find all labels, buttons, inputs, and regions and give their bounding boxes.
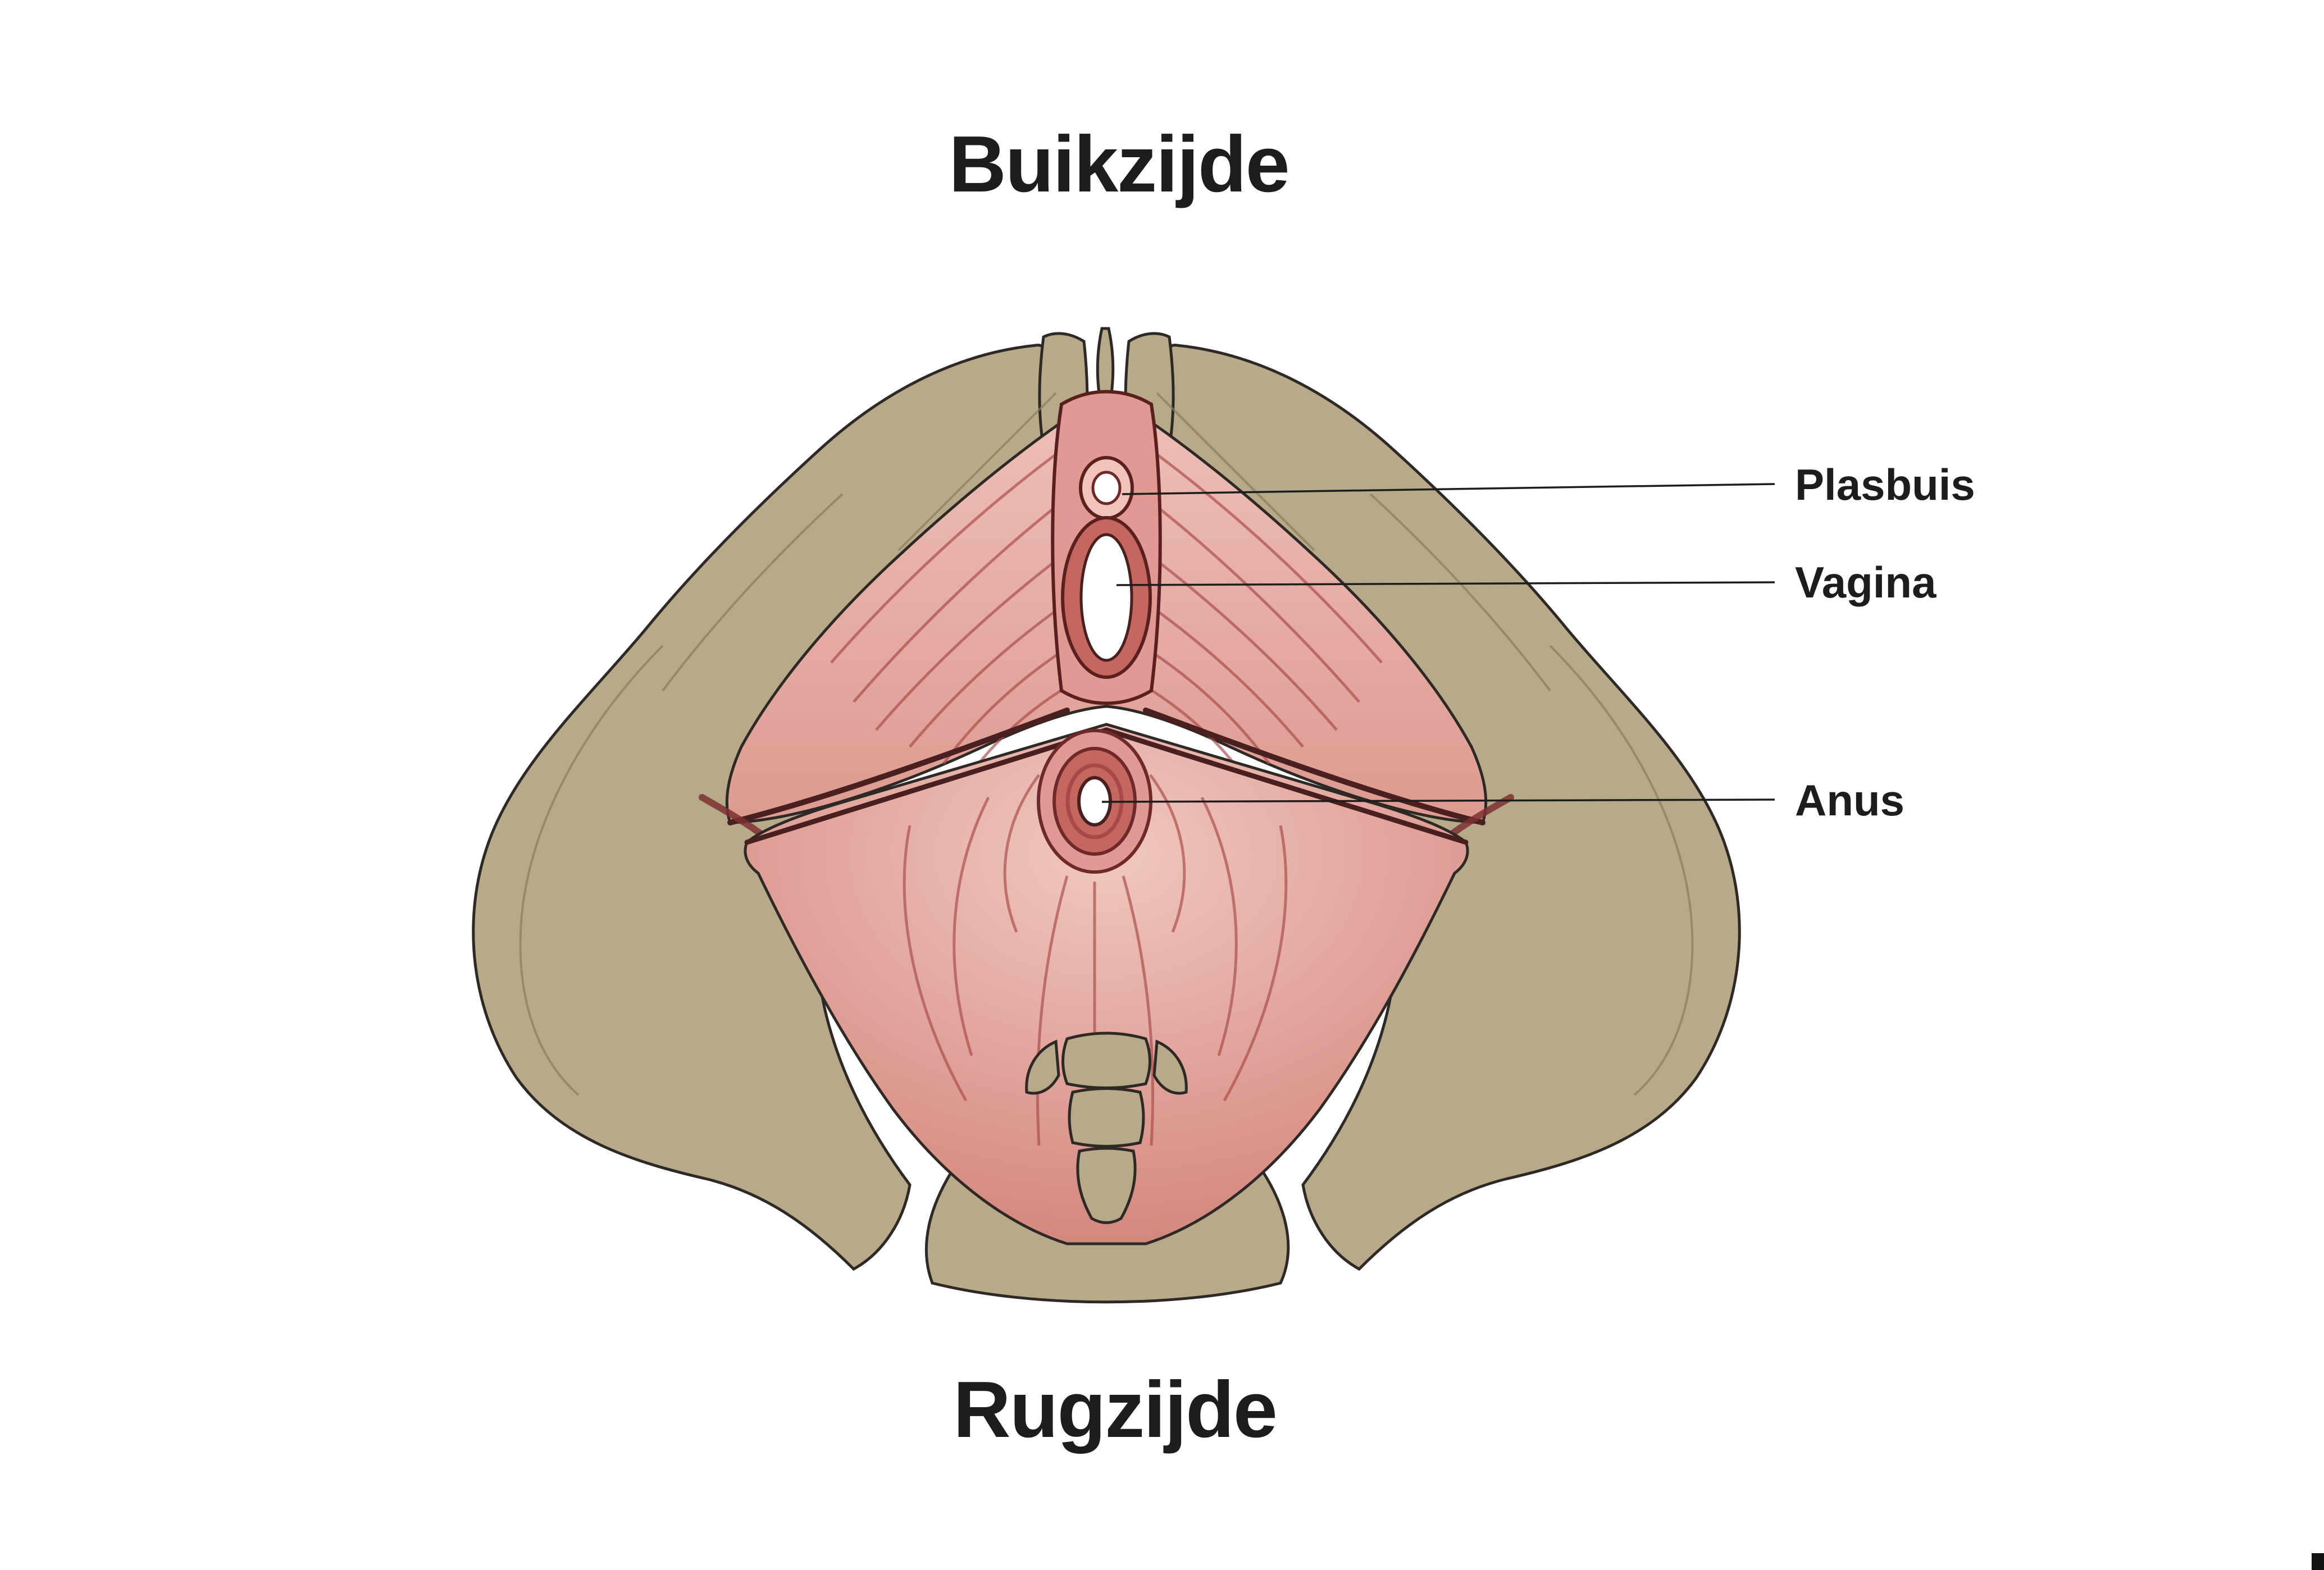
coccyx-segment-2 xyxy=(1068,1087,1145,1148)
leader-lines xyxy=(1101,483,1775,803)
lower-fan-edge-lines xyxy=(744,727,1469,845)
coccyx-segment-1 xyxy=(1061,1032,1151,1089)
leader-line-plasbuis xyxy=(1122,483,1775,495)
label-anus: Anus xyxy=(1795,775,1904,825)
leader-line-vagina xyxy=(1116,581,1775,586)
vagina-opening xyxy=(1061,516,1152,679)
title-buikzijde: Buikzijde xyxy=(949,120,1289,209)
upper-muscle-layer xyxy=(699,390,1514,879)
corner-mark xyxy=(2312,1553,2324,1570)
title-rugzijde: Rugzijde xyxy=(953,1365,1278,1454)
leader-line-anus xyxy=(1101,798,1775,803)
label-vagina: Vagina xyxy=(1795,558,1936,607)
urethra-opening xyxy=(1079,456,1134,520)
coccyx-horn-right xyxy=(1152,1039,1188,1095)
coccyx-segment-3 xyxy=(1076,1147,1137,1224)
label-plasbuis: Plasbuis xyxy=(1795,460,1975,509)
lower-muscle-fan xyxy=(744,723,1469,1245)
anus-opening xyxy=(1037,729,1152,874)
upper-fan-edge-lines xyxy=(727,708,1485,825)
lower-muscle-layer xyxy=(744,723,1469,1245)
coccyx-horn-left xyxy=(1025,1039,1060,1095)
bone-detail-lines xyxy=(519,392,1694,1096)
muscle-fibers-lower xyxy=(903,774,1288,1190)
coccyx xyxy=(1025,1032,1188,1224)
